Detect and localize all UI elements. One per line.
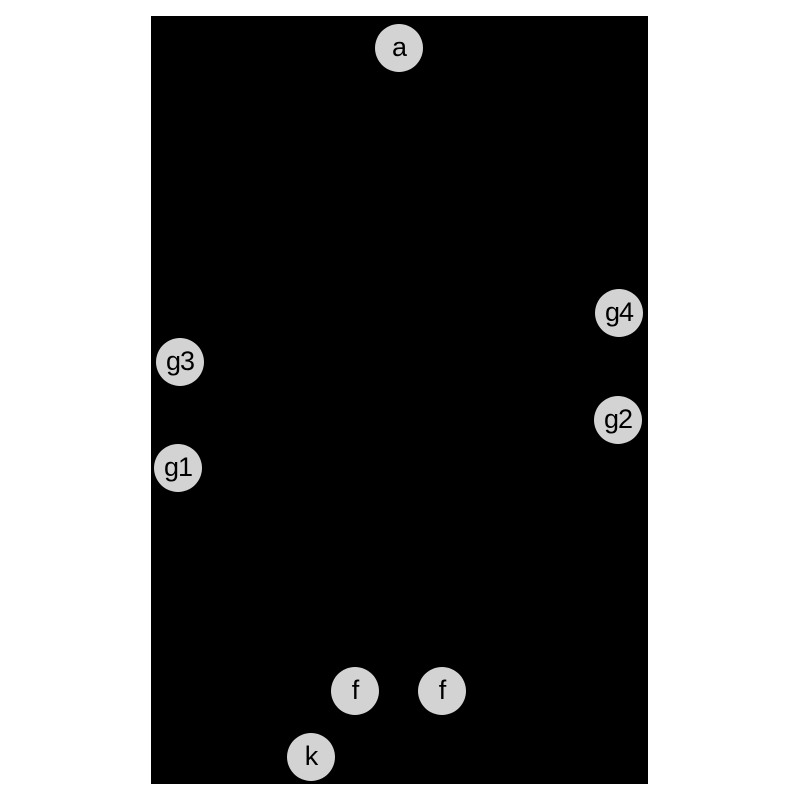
node-k-label: k <box>304 740 318 771</box>
diagram-board: a g4 g3 g2 g1 f f k <box>151 16 648 784</box>
node-g2: g2 <box>594 396 642 444</box>
node-g3-label: g3 <box>165 345 195 376</box>
node-f-left: f <box>331 667 379 715</box>
node-g3: g3 <box>156 338 204 386</box>
node-g4-label: g4 <box>604 296 634 327</box>
node-f-right-label: f <box>438 674 446 705</box>
node-g4: g4 <box>595 289 643 337</box>
node-a-label: a <box>391 31 407 62</box>
node-a: a <box>375 24 423 72</box>
node-k: k <box>287 733 335 781</box>
node-g2-label: g2 <box>603 403 633 434</box>
node-f-left-label: f <box>351 674 359 705</box>
node-g1: g1 <box>154 444 202 492</box>
node-f-right: f <box>418 667 466 715</box>
node-g1-label: g1 <box>163 451 193 482</box>
